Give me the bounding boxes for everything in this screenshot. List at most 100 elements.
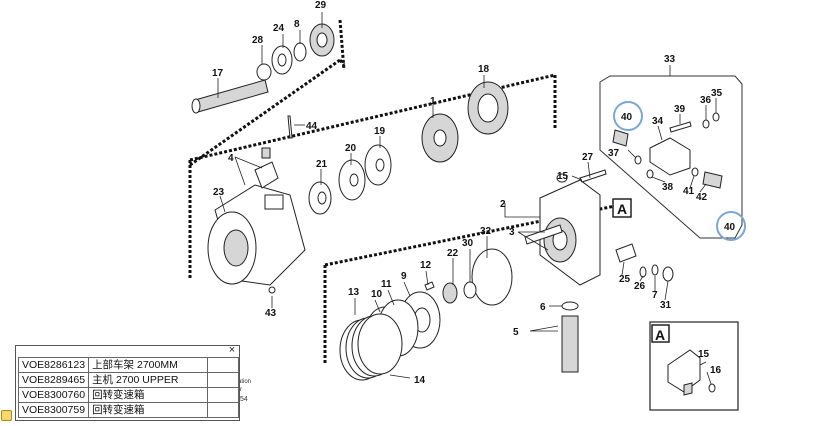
spool-part[interactable] bbox=[524, 224, 563, 245]
bolt-27-part[interactable] bbox=[579, 169, 607, 183]
solenoid-40b-part[interactable] bbox=[702, 171, 723, 189]
gear-part[interactable] bbox=[467, 81, 509, 135]
fitting-25-part[interactable] bbox=[615, 243, 637, 263]
detail-a-reference[interactable] bbox=[612, 198, 632, 218]
callout-43: 43 bbox=[265, 308, 277, 319]
callout-32: 32 bbox=[480, 226, 492, 237]
bolt-44-part[interactable] bbox=[287, 115, 293, 139]
description-cell: 上部车架 2700MM bbox=[88, 357, 209, 373]
bearing-part[interactable] bbox=[271, 45, 293, 75]
callout-4: 4 bbox=[228, 153, 234, 164]
callout-23: 23 bbox=[213, 187, 225, 198]
callout-25: 25 bbox=[619, 274, 631, 285]
valve-group-outline bbox=[599, 75, 743, 239]
ring-36-part[interactable] bbox=[702, 119, 710, 129]
stray-text-1: ation bbox=[238, 379, 252, 385]
callout-6: 6 bbox=[540, 302, 546, 313]
extra-cell bbox=[207, 402, 239, 418]
callout-42: 42 bbox=[696, 192, 708, 203]
callout-38: 38 bbox=[662, 182, 674, 193]
callout-31: 31 bbox=[660, 300, 672, 311]
o-ring-32-part[interactable] bbox=[471, 248, 513, 306]
close-icon[interactable]: × bbox=[228, 344, 236, 356]
detail-view-a[interactable] bbox=[649, 321, 739, 411]
callout-18: 18 bbox=[478, 64, 490, 75]
detail-callout-15: 15 bbox=[698, 349, 710, 360]
callout-21: 21 bbox=[316, 159, 328, 170]
detail-a-ref-letter: A bbox=[617, 201, 627, 217]
description-cell: 回转变速箱 bbox=[88, 402, 209, 418]
callout-44: 44 bbox=[306, 121, 318, 132]
callout-34: 34 bbox=[652, 116, 664, 127]
valve-body-part[interactable] bbox=[649, 137, 691, 176]
detail-a-box-letter: A bbox=[655, 327, 665, 343]
extra-cell bbox=[207, 357, 239, 373]
stray-text-2: r bbox=[240, 387, 242, 393]
snap-ring-part[interactable] bbox=[256, 63, 272, 81]
stray-text-3: 54 bbox=[240, 396, 248, 403]
cylinder-block-part[interactable] bbox=[421, 113, 459, 163]
pin-12-part[interactable] bbox=[424, 281, 435, 291]
bearing-22-part[interactable] bbox=[442, 282, 458, 304]
part-number-cell: VOE8300759 bbox=[17, 402, 90, 418]
group-bracket-top bbox=[338, 19, 346, 71]
ring-38-part[interactable] bbox=[646, 169, 654, 179]
group-bracket-upper bbox=[189, 58, 346, 167]
callout-17: 17 bbox=[212, 68, 224, 79]
callout-35: 35 bbox=[711, 88, 723, 99]
callout-11: 11 bbox=[381, 279, 392, 290]
bolt-39-part[interactable] bbox=[669, 121, 692, 133]
part-number-cell: VOE8289465 bbox=[17, 372, 90, 388]
ring-7-part[interactable] bbox=[651, 264, 659, 276]
callout-2: 2 bbox=[500, 199, 506, 210]
description-cell: 主机 2700 UPPER bbox=[88, 372, 209, 388]
callout-8: 8 bbox=[294, 19, 300, 30]
thrust-washer-part[interactable] bbox=[308, 181, 332, 215]
callout-1: 1 bbox=[430, 96, 436, 107]
callout-26: 26 bbox=[634, 281, 646, 292]
plug-31-part[interactable] bbox=[662, 266, 674, 282]
callout-14: 14 bbox=[414, 375, 426, 386]
valve-plate-part[interactable] bbox=[364, 144, 392, 186]
sensor-block-part[interactable] bbox=[254, 147, 279, 189]
bolt-43-part[interactable] bbox=[268, 286, 276, 294]
seal-30-part[interactable] bbox=[463, 281, 477, 299]
selected-row-marker-icon[interactable] bbox=[1, 410, 12, 421]
ring-35-part[interactable] bbox=[712, 112, 720, 122]
brake-disc-stack-part[interactable] bbox=[339, 313, 403, 381]
callout-33: 33 bbox=[664, 54, 676, 65]
ring-6-part[interactable] bbox=[561, 301, 579, 311]
motor-housing-part[interactable] bbox=[207, 184, 306, 286]
retainer-plate-part[interactable] bbox=[338, 159, 366, 201]
coupling-shaft-part[interactable] bbox=[561, 315, 579, 373]
callout-3: 3 bbox=[509, 227, 515, 238]
washer-part[interactable] bbox=[293, 42, 307, 62]
callout-40-top: 40 bbox=[621, 112, 633, 123]
callout-41: 41 bbox=[683, 186, 695, 197]
callout-19: 19 bbox=[374, 126, 386, 137]
extra-cell bbox=[207, 387, 239, 403]
ring-41-part[interactable] bbox=[691, 167, 699, 177]
leader-lines bbox=[217, 12, 717, 385]
callout-28: 28 bbox=[252, 35, 264, 46]
callout-29: 29 bbox=[315, 0, 327, 11]
plug-15-part[interactable] bbox=[556, 173, 568, 183]
callout-30: 30 bbox=[462, 238, 474, 249]
solenoid-40-part[interactable] bbox=[612, 129, 629, 147]
callout-10: 10 bbox=[371, 289, 383, 300]
callout-20: 20 bbox=[345, 143, 357, 154]
callout-12: 12 bbox=[420, 260, 432, 271]
drive-shaft-part[interactable] bbox=[191, 79, 269, 114]
ring-37-part[interactable] bbox=[634, 155, 642, 165]
callout-40-bottom: 40 bbox=[724, 222, 736, 233]
roller-bearing-part[interactable] bbox=[309, 23, 335, 57]
callout-27: 27 bbox=[582, 152, 594, 163]
ring-26-part[interactable] bbox=[639, 266, 647, 278]
